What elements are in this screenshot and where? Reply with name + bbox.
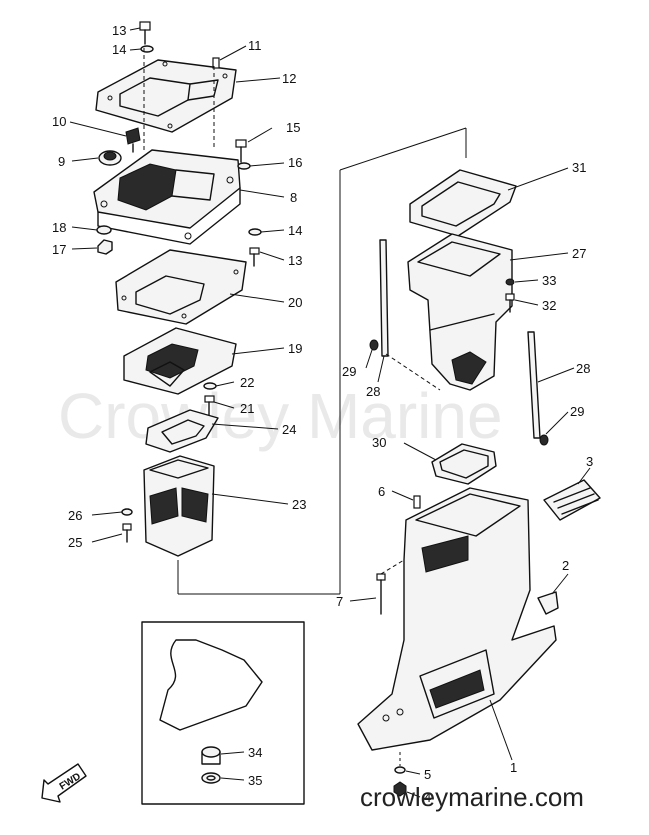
part-31-gasket — [409, 169, 517, 237]
callout-30: 30 — [372, 435, 386, 450]
callout-2: 2 — [562, 558, 569, 573]
part-16-washer — [237, 162, 251, 170]
part-33-washer — [505, 278, 515, 286]
part-2-plug — [537, 591, 559, 615]
callout-14-lower: 14 — [288, 223, 302, 238]
part-34-grommet — [201, 746, 221, 765]
callout-4: 4 — [424, 790, 431, 805]
callout-27: 27 — [572, 246, 586, 261]
part-15-bolt — [235, 139, 247, 163]
callout-19: 19 — [288, 341, 302, 356]
part-26-washer — [121, 508, 133, 516]
part-29-grommet-right — [539, 434, 549, 446]
callout-20: 20 — [288, 295, 302, 310]
callout-13-lower: 13 — [288, 253, 302, 268]
callout-34: 34 — [248, 745, 262, 760]
callout-28-left: 28 — [366, 384, 380, 399]
callout-33: 33 — [542, 273, 556, 288]
callout-18: 18 — [52, 220, 66, 235]
callout-1: 1 — [510, 760, 517, 775]
callout-6: 6 — [378, 484, 385, 499]
callout-23: 23 — [292, 497, 306, 512]
callout-14-top: 14 — [112, 42, 126, 57]
callout-35: 35 — [248, 773, 262, 788]
part-25-bolt — [122, 523, 132, 543]
part-28-rod-left — [379, 239, 441, 391]
part-24-gasket — [145, 409, 219, 453]
part-1-upper-casing — [357, 487, 557, 751]
part-6-dowel — [413, 495, 421, 509]
part-19-adapter — [123, 327, 237, 395]
watermark-text: Crowley Marine — [58, 380, 503, 452]
callout-29-left: 29 — [342, 364, 356, 379]
callout-leaders — [69, 27, 591, 798]
fwd-arrow-icon: FWD — [41, 763, 87, 803]
part-29-grommet-left — [369, 339, 379, 351]
part-3-water-grille — [543, 479, 601, 521]
callout-26: 26 — [68, 508, 82, 523]
part-17-nut — [97, 239, 113, 255]
part-14-washer-top — [140, 45, 154, 53]
callout-25: 25 — [68, 535, 82, 550]
part-20-gasket — [115, 249, 247, 325]
part-27-exhaust-manifold — [407, 233, 513, 391]
part-30-seal — [431, 443, 497, 485]
callout-21: 21 — [240, 401, 254, 416]
callout-3: 3 — [586, 454, 593, 469]
part-28-rod-right — [527, 331, 541, 439]
part-13-bolt-lower — [249, 247, 260, 267]
callout-31: 31 — [572, 160, 586, 175]
callout-15: 15 — [286, 120, 300, 135]
callout-8: 8 — [290, 190, 297, 205]
part-4-nut — [393, 781, 407, 797]
part-12-gasket — [95, 59, 237, 133]
part-9-grommet — [98, 150, 122, 166]
callout-17: 17 — [52, 242, 66, 257]
part-18-washer — [96, 225, 112, 235]
callout-28-right: 28 — [576, 361, 590, 376]
part-32-bolt — [505, 293, 515, 313]
part-5-washer — [394, 752, 406, 774]
part-10-fitting — [125, 127, 141, 153]
part-7-bolt — [376, 559, 405, 615]
callout-labels: 13 14 11 12 10 9 15 16 8 18 17 14 13 20 … — [52, 23, 593, 805]
callout-29-right: 29 — [570, 404, 584, 419]
site-url: crowleymarine.com — [360, 782, 584, 812]
callout-10: 10 — [52, 114, 66, 129]
inset-detail-box — [141, 621, 305, 805]
part-21-bolt — [204, 395, 215, 417]
assembly-guide-lines — [143, 48, 467, 595]
callout-13-top: 13 — [112, 23, 126, 38]
callout-7: 7 — [336, 594, 343, 609]
callout-16: 16 — [288, 155, 302, 170]
callout-22: 22 — [240, 375, 254, 390]
part-35-seal — [201, 772, 221, 784]
callout-11: 11 — [248, 38, 262, 53]
callout-24: 24 — [282, 422, 296, 437]
part-22-washer — [203, 382, 217, 390]
part-8-upper-casing — [93, 149, 241, 245]
callout-5: 5 — [424, 767, 431, 782]
part-11-dowel — [212, 57, 220, 69]
part-13-bolt-top — [139, 21, 151, 45]
callout-9: 9 — [58, 154, 65, 169]
part-14-washer-lower — [248, 228, 262, 236]
part-23-exhaust-guide — [143, 455, 215, 557]
callout-32: 32 — [542, 298, 556, 313]
callout-12: 12 — [282, 71, 296, 86]
